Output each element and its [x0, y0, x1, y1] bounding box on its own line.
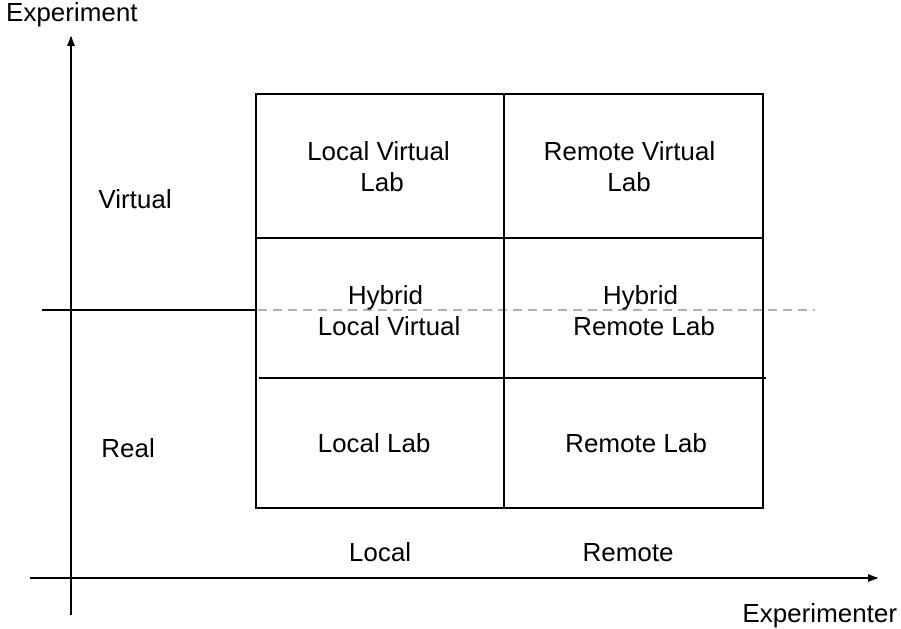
cell-local-virtual-lab: Local Virtual Lab	[307, 136, 457, 197]
category-local: Local	[349, 537, 411, 567]
cell-hybrid-remote-lab: Hybrid Remote Lab	[573, 280, 715, 341]
cell-line: Remote Lab	[573, 311, 715, 341]
category-real: Real	[101, 433, 154, 463]
cell-line: Local Virtual	[318, 311, 461, 341]
cell-line: Local Virtual	[307, 136, 450, 166]
cell-line: Lab	[607, 167, 650, 197]
cell-hybrid-local-virtual: Hybrid Local Virtual	[318, 280, 461, 341]
cell-remote-lab: Remote Lab	[565, 428, 707, 458]
cell-line: Lab	[360, 167, 403, 197]
classification-grid-border	[255, 93, 764, 509]
cell-line: Remote Virtual	[544, 136, 716, 166]
cell-line: Hybrid	[603, 280, 678, 310]
x-axis-label: Experimenter	[742, 598, 897, 628]
category-remote: Remote	[582, 537, 673, 567]
cell-local-lab: Local Lab	[318, 428, 431, 458]
cell-remote-virtual-lab: Remote Virtual Lab	[544, 136, 723, 197]
y-axis-label: Experiment	[6, 0, 138, 27]
category-virtual: Virtual	[98, 184, 171, 214]
cell-line: Hybrid	[348, 280, 423, 310]
